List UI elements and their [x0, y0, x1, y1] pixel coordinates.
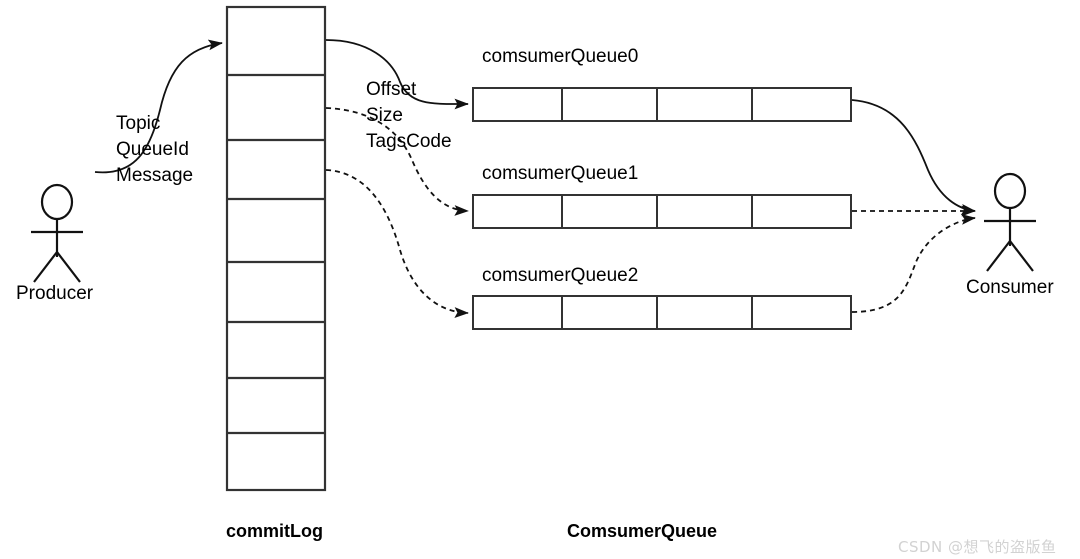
producer-to-commitlog-arrow — [94, 39, 223, 174]
consumer-queue-1-box — [472, 194, 852, 229]
producer-label: Producer — [16, 283, 94, 304]
queue2-to-consumer-arrow — [851, 214, 976, 313]
producer-actor-icon — [31, 183, 83, 283]
flow-label-size: Size — [366, 105, 403, 126]
consumer-actor-icon — [984, 172, 1036, 272]
flow-label-tagscode: TagsCode — [366, 131, 452, 152]
consumer-queue-1-label: comsumerQueue1 — [482, 163, 639, 184]
commitlog-to-queue0-arrow — [325, 39, 469, 110]
queue0-to-consumer-arrow — [851, 99, 976, 215]
consumer-queue-0-label: comsumerQueue0 — [482, 46, 639, 67]
flow-label-message: Message — [116, 165, 194, 186]
commitlog-to-queue2-arrow — [325, 169, 469, 318]
flow-label-offset: Offset — [366, 79, 417, 100]
csdn-watermark: CSDN @想飞的盗版鱼 — [898, 538, 1057, 556]
commitlog-to-queue1-arrow — [325, 107, 469, 216]
consumerqueue-caption: ComsumerQueue — [567, 521, 718, 541]
commitlog-caption: commitLog — [226, 521, 323, 541]
consumer-queue-2-label: comsumerQueue2 — [482, 265, 639, 286]
consumer-queue-2-box — [472, 295, 852, 330]
consumer-queue-0-box — [472, 87, 852, 122]
flow-label-queueid: QueueId — [116, 139, 189, 160]
consumer-label: Consumer — [966, 277, 1054, 298]
flow-label-topic: Topic — [116, 113, 161, 134]
commitlog-box — [225, 5, 327, 492]
